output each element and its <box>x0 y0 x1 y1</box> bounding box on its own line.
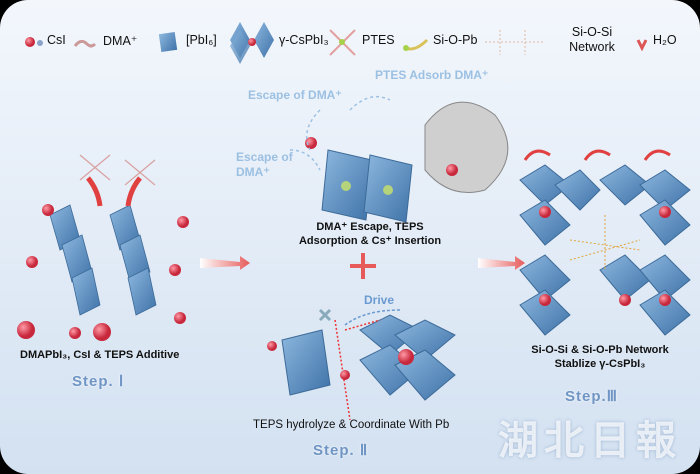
step2-top-structure <box>289 95 509 223</box>
arrow-step1-to-2 <box>200 256 250 270</box>
step3-label: Step.Ⅲ <box>565 388 619 405</box>
legend-icons <box>25 22 648 64</box>
plus-icon <box>350 253 376 279</box>
arrow-step2-to-3 <box>478 256 525 270</box>
legend-dma: DMA⁺ <box>103 34 138 48</box>
escape-label-2: Escape of DMA⁺ <box>236 150 293 179</box>
step1-structure <box>17 154 189 341</box>
step2-bottom-caption: TEPS hydrolyze & Coordinate With Pb <box>253 419 450 431</box>
legend-csi: CsI <box>47 33 66 47</box>
step2-label: Step. Ⅱ <box>313 442 369 459</box>
legend-ptes: PTES <box>362 33 395 47</box>
step1-label: Step. Ⅰ <box>72 373 125 390</box>
ptes-adsorb-label: PTES Adsorb DMA⁺ <box>375 68 489 82</box>
drive-label: Drive <box>364 293 395 307</box>
legend-gamma-cspbi3: γ-CsPbI₃ <box>279 33 329 47</box>
escape-label-1: Escape of DMA⁺ <box>248 88 342 102</box>
step2-bottom-structure <box>267 308 456 421</box>
legend-si-o-pb: Si-O-Pb <box>433 33 478 47</box>
legend-h2o: H₂O <box>653 33 677 47</box>
step3-caption: Si-O-Si & Si-O-Pb Network Stablize γ-CsP… <box>531 344 669 370</box>
step3-structure <box>519 149 691 336</box>
step2-top-caption: DMA⁺ Escape, TEPS Adsorption & Cs⁺ Inser… <box>298 221 442 247</box>
legend-si-o-si: Si-O-Si Network <box>569 25 615 54</box>
legend-pbi6: [PbI₆] <box>186 33 217 47</box>
watermark: 湖北日報 <box>498 417 682 464</box>
step1-caption: DMAPbI₃, CsI & TEPS Additive <box>20 349 180 361</box>
